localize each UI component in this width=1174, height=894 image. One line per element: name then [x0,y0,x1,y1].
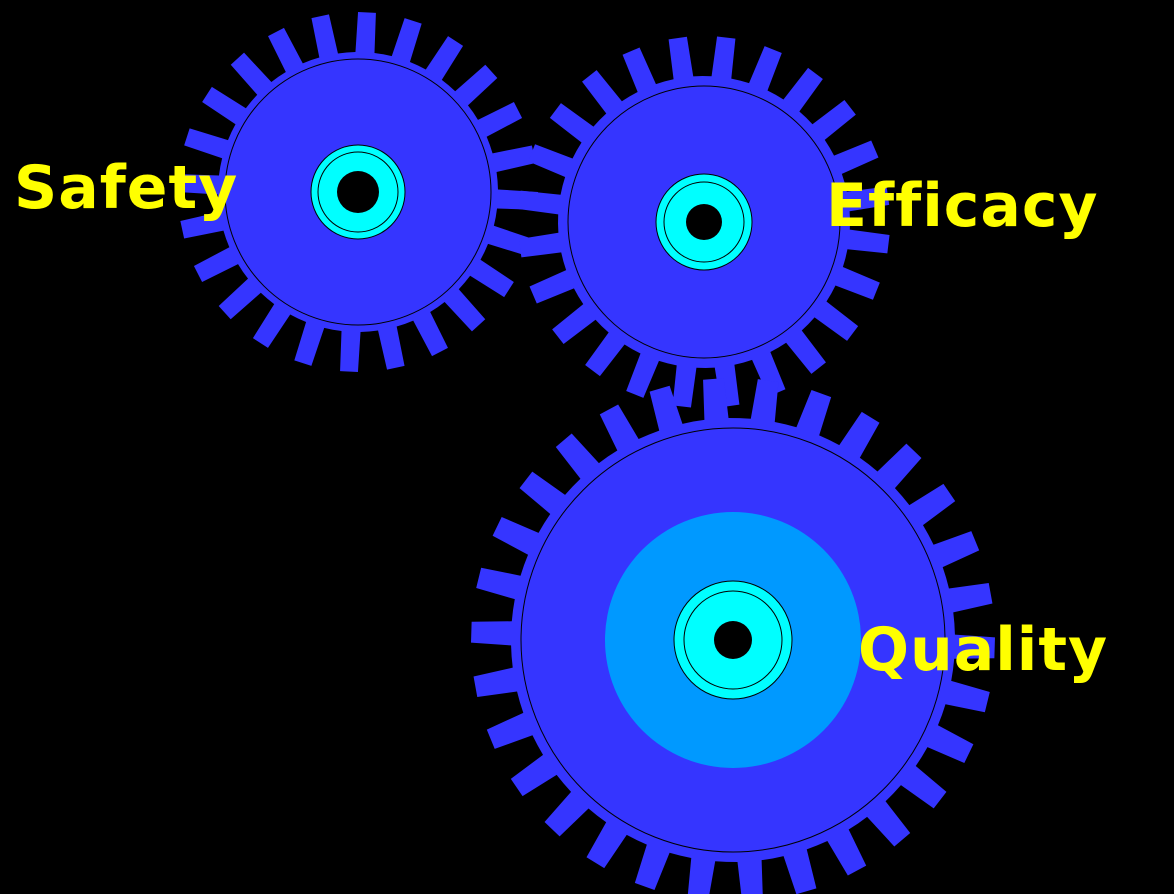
quality-label: Quality [858,615,1109,685]
safety-axle-hole [337,171,379,213]
safety-gear [178,12,538,372]
efficacy-gear [518,36,890,408]
safety-bushing-ring [317,151,399,233]
safety-label: Safety [14,153,239,223]
quality-gear [471,378,995,894]
efficacy-axle-hole [686,204,722,240]
quality-bushing-ring [683,590,783,690]
quality-axle-hole [714,621,752,659]
efficacy-label: Efficacy [826,171,1099,241]
efficacy-bushing-ring [663,181,745,263]
